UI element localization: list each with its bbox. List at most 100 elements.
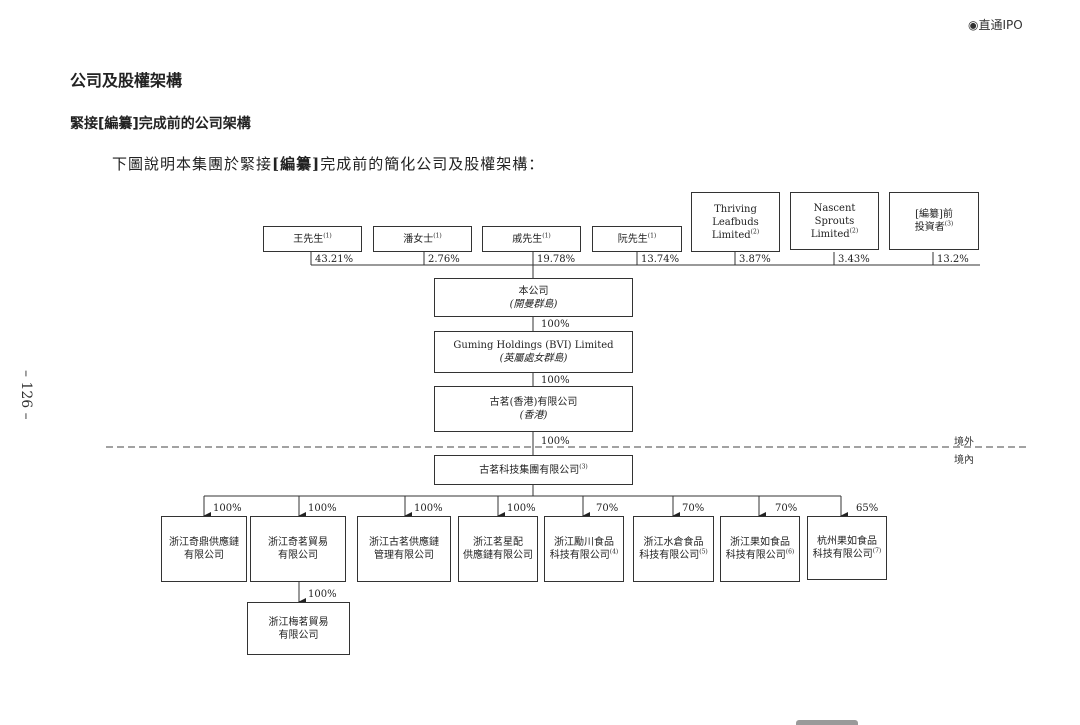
subsidiary-3: 浙江古茗供應鏈 管理有限公司	[357, 516, 451, 582]
subsidiary-4-line1: 浙江茗星配	[473, 537, 523, 548]
shareholder-wang-label: 王先生(1)	[293, 233, 332, 246]
onshore-label: 境內	[954, 455, 974, 466]
subsidiary-5-line2: 科技有限公司	[549, 550, 610, 561]
company-jurisdiction: (開曼群島)	[509, 298, 558, 310]
intro-text-before: 下圖說明本集團於緊接	[112, 155, 273, 173]
subsidiary-5: 浙江勵川食品 科技有限公司(4)	[544, 516, 624, 582]
subsidiary-6-line2-wrap: 科技有限公司(5)	[639, 549, 708, 562]
sub-subsidiary-line2: 有限公司	[278, 629, 319, 641]
subsidiary-1: 浙江奇鼎供應鏈 有限公司	[161, 516, 247, 582]
subsidiary-5-note: (4)	[609, 548, 619, 556]
subsidiary-8-line2-wrap: 科技有限公司(7)	[813, 548, 882, 561]
shareholder-qi-name: 戚先生	[512, 233, 543, 245]
subsidiary-7-line2-wrap: 科技有限公司(6)	[726, 549, 795, 562]
shareholder-qi-note: (1)	[542, 232, 551, 240]
bvi-name: Guming Holdings (BVI) Limited	[453, 340, 614, 351]
subsidiary-7-line2: 科技有限公司	[725, 550, 786, 561]
subsidiary-5-line2-wrap: 科技有限公司(4)	[550, 549, 619, 562]
subsidiary-6-line1: 浙江水倉食品	[643, 537, 704, 548]
bvi-jurisdiction: (英屬處女群島)	[499, 353, 568, 364]
subsidiary-6-note: (5)	[699, 548, 708, 556]
pct-sub-sub: 100%	[308, 589, 337, 600]
shareholder-ruan-label: 阮先生(1)	[618, 233, 657, 246]
bvi-box: Guming Holdings (BVI) Limited (英屬處女群島)	[434, 331, 633, 373]
pre-ipo-line1: [編纂]前	[915, 209, 953, 220]
subsidiary-6: 浙江水倉食品 科技有限公司(5)	[633, 516, 714, 582]
sub-subsidiary-line1: 浙江梅茗貿易	[268, 616, 329, 628]
nascent-note: (2)	[849, 227, 859, 235]
pct-company-to-bvi: 100%	[541, 319, 570, 330]
pct-sub-5: 70%	[596, 503, 619, 514]
subsidiary-2-line2: 有限公司	[278, 550, 318, 561]
shareholder-wang-note: (1)	[323, 232, 332, 240]
intro-paragraph: 下圖說明本集團於緊接[編纂]完成前的簡化公司及股權架構：	[112, 153, 544, 174]
nascent-line1: Nascent	[813, 202, 856, 214]
watermark-logo: ◉直通IPO	[968, 18, 1023, 32]
pct-sub-1: 100%	[213, 503, 242, 514]
subsidiary-3-line1: 浙江古茗供應鏈	[369, 537, 439, 548]
pct-pan: 2.76%	[428, 254, 460, 265]
company-box: 本公司 (開曼群島)	[434, 278, 633, 317]
shareholder-qi-label: 戚先生(1)	[512, 233, 551, 246]
hk-box: 古茗(香港)有限公司 (香港)	[434, 386, 633, 432]
subsidiary-8-line1: 杭州果如食品	[817, 536, 877, 547]
pre-ipo-line2: 投資者	[914, 222, 945, 233]
pct-sub-4: 100%	[507, 503, 536, 514]
pct-hk-to-prc: 100%	[541, 436, 570, 447]
scrollbar-thumb[interactable]	[796, 720, 858, 725]
nascent-line3: Limited	[810, 228, 850, 240]
pct-sub-3: 100%	[414, 503, 443, 514]
pct-sub-8: 65%	[856, 503, 879, 514]
pct-thriving: 3.87%	[739, 254, 771, 265]
subsidiary-8: 杭州果如食品 科技有限公司(7)	[807, 516, 887, 580]
intro-text-after: 完成前的簡化公司及股權架構：	[320, 155, 545, 173]
offshore-label: 境外	[954, 437, 974, 448]
shareholder-wang-name: 王先生	[293, 233, 324, 245]
subsidiary-4: 浙江茗星配 供應鏈有限公司	[458, 516, 538, 582]
pct-sub-2: 100%	[308, 503, 337, 514]
shareholder-pan-note: (1)	[433, 232, 442, 240]
prc-holding-box: 古茗科技集團有限公司(3)	[434, 455, 633, 485]
pre-ipo-line2-wrap: 投資者(3)	[915, 221, 954, 234]
section-heading: 公司及股權架構	[70, 71, 183, 90]
shareholder-thriving-leafbuds: Thriving Leafbuds Limited(2)	[691, 192, 780, 252]
pct-ruan: 13.74%	[641, 254, 680, 265]
nascent-line3-wrap: Limited(2)	[811, 228, 858, 241]
subsidiary-8-note: (7)	[872, 547, 882, 555]
pre-ipo-note: (3)	[944, 220, 954, 228]
shareholder-ruan-note: (1)	[647, 232, 657, 240]
hk-name: 古茗(香港)有限公司	[489, 397, 578, 408]
shareholder-qi: 戚先生(1)	[482, 226, 581, 252]
subsidiary-6-line2: 科技有限公司	[639, 550, 700, 561]
thriving-line3: Limited	[711, 229, 751, 241]
subsidiary-3-line2: 管理有限公司	[374, 550, 434, 561]
prc-name: 古茗科技集團有限公司	[479, 464, 580, 476]
subsidiary-1-line1: 浙江奇鼎供應鏈	[169, 537, 239, 548]
shareholder-nascent-sprouts: Nascent Sprouts Limited(2)	[790, 192, 879, 250]
prc-label: 古茗科技集團有限公司(3)	[479, 464, 588, 477]
subsidiary-7-line1: 浙江果如食品	[730, 537, 790, 548]
page-number: – 126 –	[18, 370, 34, 420]
pct-sub-6: 70%	[682, 503, 705, 514]
prc-note: (3)	[579, 463, 588, 471]
thriving-line2: Leafbuds	[712, 216, 759, 228]
subsidiary-7-note: (6)	[785, 548, 795, 556]
shareholder-pre-ipo-investors: [編纂]前 投資者(3)	[889, 192, 979, 250]
thriving-line3-wrap: Limited(2)	[712, 229, 759, 242]
company-name: 本公司	[518, 285, 549, 297]
thriving-line1: Thriving	[714, 203, 757, 215]
subsection-heading: 緊接[編纂]完成前的公司架構	[70, 116, 251, 132]
shareholder-ruan: 阮先生(1)	[592, 226, 682, 252]
pct-bvi-to-hk: 100%	[541, 375, 570, 386]
subsidiary-1-line2: 有限公司	[184, 550, 224, 561]
subsidiary-2-line1: 浙江奇茗貿易	[268, 537, 328, 548]
hk-jurisdiction: (香港)	[519, 410, 548, 421]
shareholder-pan-name: 潘女士	[403, 233, 434, 245]
subsidiary-4-line2: 供應鏈有限公司	[463, 550, 533, 561]
subsidiary-2: 浙江奇茗貿易 有限公司	[250, 516, 346, 582]
pct-sub-7: 70%	[775, 503, 798, 514]
sub-subsidiary: 浙江梅茗貿易 有限公司	[247, 602, 350, 655]
pct-nascent: 3.43%	[838, 254, 870, 265]
pct-pre-ipo: 13.2%	[937, 254, 969, 265]
